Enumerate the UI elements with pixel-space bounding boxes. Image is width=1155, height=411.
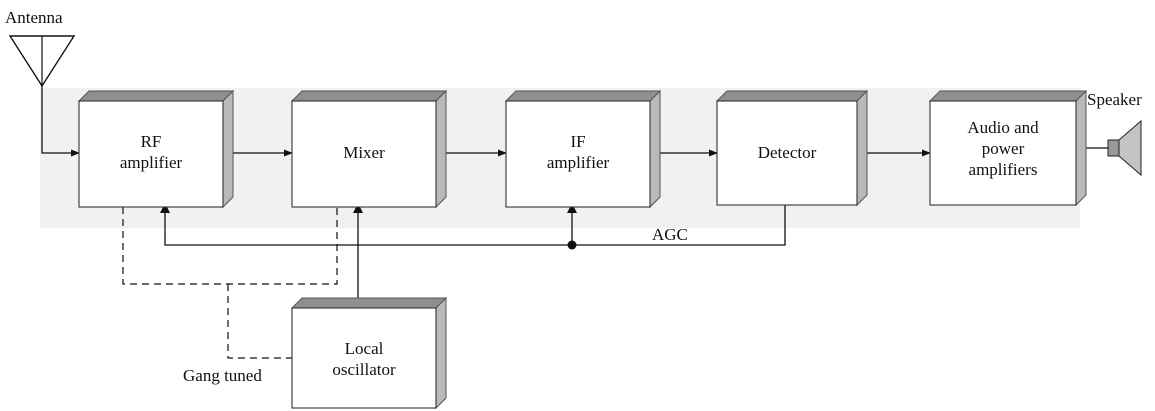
agc-if-arrowhead [567, 203, 577, 213]
audio-label-line-3: amplifiers [969, 160, 1038, 179]
osc-mixer-arrowhead [353, 203, 363, 213]
rf-label-line-1: RF [141, 132, 162, 151]
speaker-label: Speaker [1087, 90, 1142, 109]
speaker-icon [1107, 119, 1142, 177]
gang-link-osc [227, 284, 292, 359]
agc-rf-arrowhead [160, 203, 170, 213]
mixer-block: Mixer [290, 89, 448, 209]
audio-amplifier-block: Audio and power amplifiers [928, 89, 1088, 207]
rf-amplifier-block: RF amplifier [77, 89, 235, 209]
audio-label-line-2: power [982, 139, 1025, 158]
antenna-icon [8, 35, 76, 88]
osc-label-line-1: Local [345, 339, 384, 358]
if-label-line-2: amplifier [547, 153, 610, 172]
antenna-to-rf-wire [41, 86, 80, 157]
antenna-label: Antenna [5, 8, 63, 27]
if-label-line-1: IF [570, 132, 585, 151]
agc-bus-wire [164, 205, 786, 246]
gang-link-rf [122, 207, 338, 285]
agc-junction-dot [567, 240, 577, 250]
local-oscillator-block: Local oscillator [290, 296, 448, 410]
agc-label: AGC [652, 225, 688, 244]
audio-label-line-1: Audio and [967, 118, 1039, 137]
rf-label-line-2: amplifier [120, 153, 183, 172]
gang-tuned-label: Gang tuned [183, 366, 262, 385]
mixer-label: Mixer [343, 143, 385, 162]
if-amplifier-block: IF amplifier [504, 89, 662, 209]
detector-label: Detector [758, 143, 817, 162]
detector-block: Detector [715, 89, 869, 207]
osc-label-line-2: oscillator [332, 360, 396, 379]
